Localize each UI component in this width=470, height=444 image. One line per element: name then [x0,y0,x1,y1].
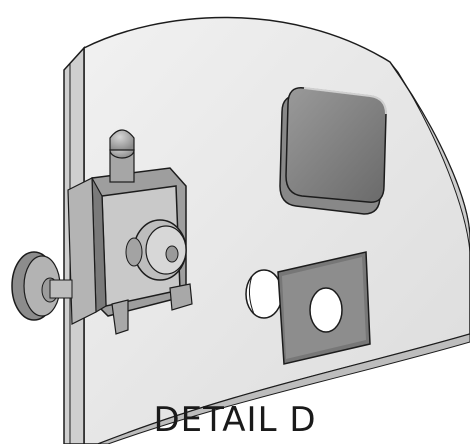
switch-housing [67,129,193,335]
panel-hole [245,269,283,319]
roller-wheel [11,251,73,321]
gasket-plate [277,251,371,365]
detail-caption: DETAIL D [153,400,317,440]
square-push-button [279,87,387,215]
